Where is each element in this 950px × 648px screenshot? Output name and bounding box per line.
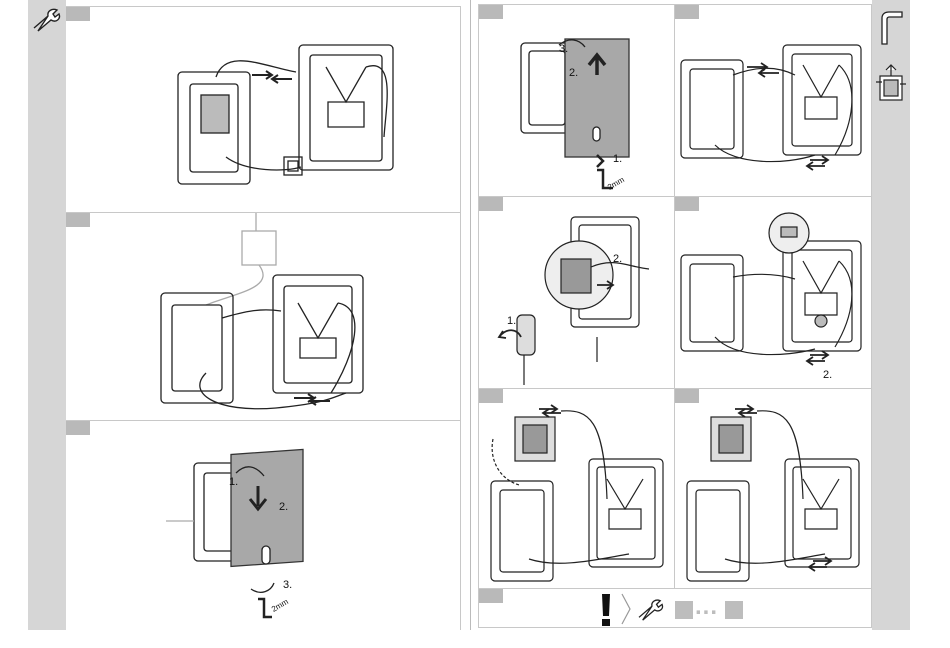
- step-label: 1.: [507, 315, 516, 327]
- warning-panel: ...: [478, 588, 872, 628]
- step-range-end-box: [725, 601, 743, 619]
- warning-exclamation-icon: [599, 593, 613, 627]
- step-label: 3.: [283, 579, 292, 591]
- step-number-tag: [479, 197, 503, 211]
- step-label: 3.: [559, 43, 568, 55]
- step-label: 2.: [823, 369, 832, 381]
- left-page-side-strip: [28, 0, 66, 630]
- step-label: 2.: [279, 501, 288, 513]
- step-9-illustration: [675, 389, 872, 590]
- step-panel-1: [66, 6, 461, 214]
- step-4-illustration: [479, 5, 676, 198]
- step-3-illustration: [66, 421, 461, 630]
- step-number-tag: [479, 389, 503, 403]
- step-5-illustration: [675, 5, 872, 198]
- step-2-illustration: [66, 213, 461, 422]
- step-number-tag: [479, 589, 503, 603]
- step-label: 2.: [569, 67, 578, 79]
- step-number-tag: [479, 5, 503, 19]
- step-label: 2.: [613, 253, 622, 265]
- step-number-tag: [675, 5, 699, 19]
- step-label: 1.: [613, 153, 622, 165]
- step-range-dots: ...: [695, 593, 718, 621]
- page-spine: [470, 0, 471, 630]
- step-number-tag: [66, 7, 90, 21]
- step-number-tag: [675, 389, 699, 403]
- step-range-start-box: [675, 601, 693, 619]
- step-number-tag: [675, 197, 699, 211]
- step-6-illustration: [479, 197, 676, 390]
- step-label: 1.: [229, 476, 238, 488]
- step-panel-7: 2.: [674, 196, 872, 390]
- step-panel-4: 1. 2. 3. 2mm: [478, 4, 676, 198]
- step-7-illustration: [675, 197, 872, 390]
- wrench-icon: [30, 6, 64, 32]
- step-panel-9: [674, 388, 872, 590]
- step-8-illustration: [479, 389, 676, 590]
- step-1-illustration: [66, 7, 461, 214]
- step-panel-5: [674, 4, 872, 198]
- step-panel-8: [478, 388, 676, 590]
- step-panel-3: 1. 2. 3. 2mm: [66, 420, 461, 630]
- hex-key-icon: [876, 10, 906, 46]
- step-number-tag: [66, 213, 90, 227]
- step-panel-2: [66, 212, 461, 422]
- step-panel-6: 1. 2.: [478, 196, 676, 390]
- wrench-icon: [635, 597, 667, 621]
- installation-module-icon: [874, 62, 908, 104]
- chevron-separator-icon: [621, 593, 631, 625]
- step-number-tag: [66, 421, 90, 435]
